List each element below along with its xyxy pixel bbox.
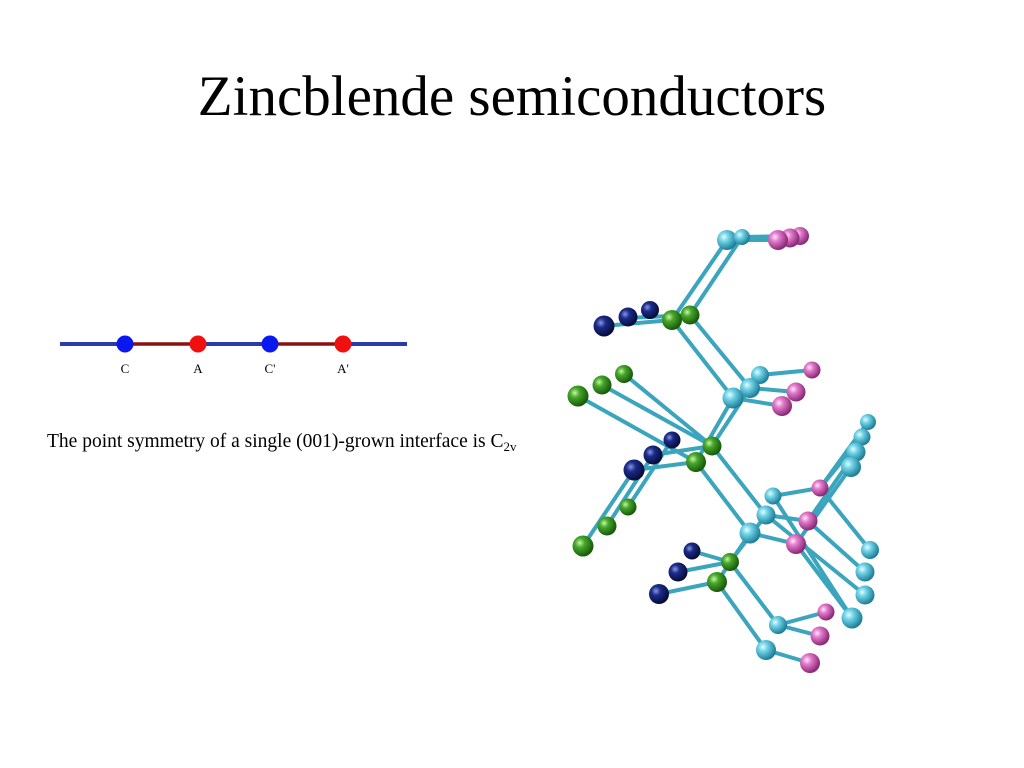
atom-a-prime [334,335,352,353]
slide-title: Zincblende semiconductors [197,65,827,128]
atom-label-a-prime: A' [337,361,349,376]
symmetry-text: The point symmetry of a single (001)-gro… [47,431,504,452]
symmetry-subscript: 2v [503,439,517,454]
atom-label-a: A [193,361,203,376]
atom-chain-diagram: C A C' A' [60,335,407,376]
lattice-bonds [576,234,872,665]
atom-label-c-prime: C' [264,361,275,376]
atom-c-prime [261,335,279,353]
atom-c [116,335,134,353]
atom-a [189,335,207,353]
symmetry-statement: The point symmetry of a single (001)-gro… [47,427,527,456]
zincblende-lattice-image [567,227,879,673]
lattice-atoms [567,227,879,673]
atom-label-c: C [121,361,130,376]
